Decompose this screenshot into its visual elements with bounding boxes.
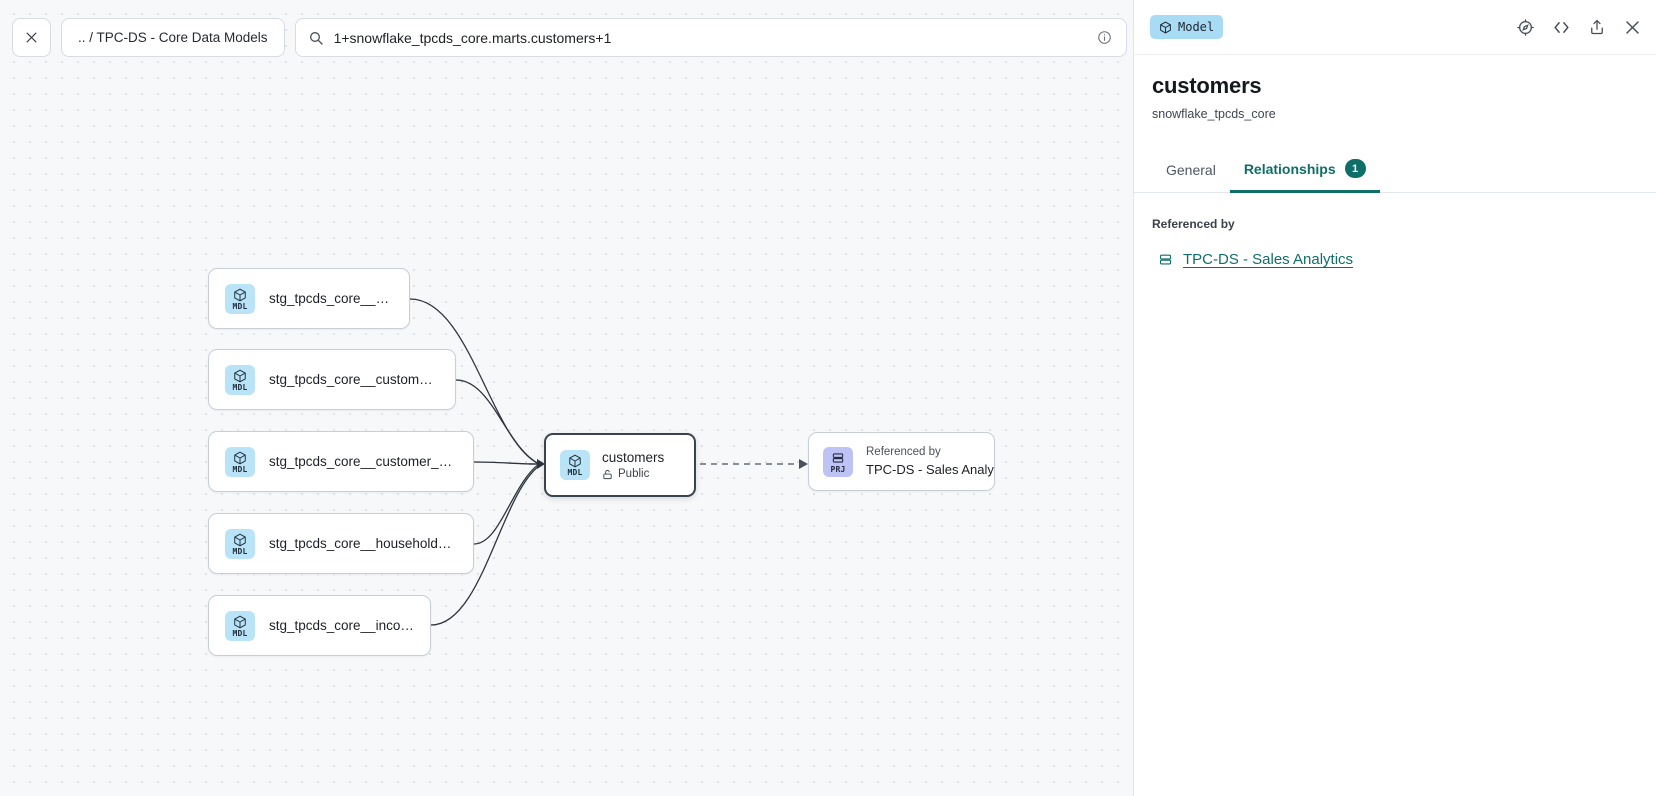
node-title: TPC-DS - Sales Analytics	[866, 462, 994, 477]
code-icon[interactable]	[1552, 18, 1571, 37]
panel-action-group	[1516, 18, 1642, 37]
node-text-stack: Referenced by TPC-DS - Sales Analytics	[866, 446, 994, 477]
panel-content: Referenced by TPC-DS - Sales Analytics	[1134, 193, 1656, 268]
model-badge: MDL	[225, 283, 255, 314]
model-badge: MDL	[560, 450, 590, 480]
node-visibility: Public	[602, 468, 664, 480]
badge-text: MDL	[232, 628, 248, 638]
type-chip: Model	[1150, 15, 1224, 39]
tab-label: General	[1166, 162, 1216, 178]
cube-icon	[1160, 21, 1171, 33]
project-icon	[1158, 252, 1173, 267]
tab-general[interactable]: General	[1152, 152, 1230, 193]
badge-text: MDL	[232, 546, 248, 556]
node-kicker: Referenced by	[866, 446, 941, 458]
graph-node-project[interactable]: PRJ Referenced by TPC-DS - Sales Analyti…	[808, 432, 995, 491]
graph-node[interactable]: MDL stg_tpcds_core__income_band	[208, 595, 431, 656]
project-badge: PRJ	[823, 446, 853, 477]
lineage-canvas[interactable]: MDL stg_tpcds_core__customer MDL stg_tpc…	[0, 0, 1133, 796]
badge-text: MDL	[567, 468, 583, 477]
graph-node[interactable]: MDL stg_tpcds_core__customer_address	[208, 349, 456, 410]
panel-toolbar: Model	[1134, 0, 1656, 55]
list-item[interactable]: TPC-DS - Sales Analytics	[1152, 251, 1638, 268]
tab-count-badge: 1	[1344, 159, 1366, 178]
search-value: 1+snowflake_tpcds_core.marts.customers+1	[333, 29, 612, 46]
focus-icon[interactable]	[1516, 18, 1535, 37]
panel-tabs: General Relationships 1	[1134, 149, 1656, 193]
node-title: customers	[602, 450, 665, 465]
node-label: stg_tpcds_core__customer_demogra…	[269, 454, 457, 469]
share-icon[interactable]	[1588, 18, 1606, 36]
model-badge: MDL	[225, 610, 255, 641]
details-panel: Model	[1133, 0, 1656, 796]
node-label: stg_tpcds_core__household_demogr…	[269, 536, 457, 551]
graph-node[interactable]: MDL stg_tpcds_core__customer_demogra…	[208, 431, 474, 492]
graph-nodes: MDL stg_tpcds_core__customer MDL stg_tpc…	[208, 268, 995, 656]
info-icon[interactable]	[1097, 30, 1112, 45]
model-badge: MDL	[225, 528, 255, 559]
close-icon	[26, 32, 37, 43]
search-icon	[308, 30, 324, 46]
canvas-toolbar: .. / TPC-DS - Core Data Models 1+snowfla…	[12, 18, 1133, 57]
badge-text: MDL	[232, 382, 248, 392]
badge-text: MDL	[232, 464, 248, 474]
page-subtitle: snowflake_tpcds_core	[1152, 107, 1276, 121]
close-icon[interactable]	[1623, 18, 1642, 37]
graph-node[interactable]: MDL stg_tpcds_core__household_demogr…	[208, 513, 474, 574]
close-graph-button[interactable]	[12, 18, 51, 57]
visibility-label: Public	[618, 468, 650, 480]
panel-header: customers snowflake_tpcds_core	[1134, 55, 1656, 121]
model-badge: MDL	[225, 446, 255, 477]
search-input[interactable]: 1+snowflake_tpcds_core.marts.customers+1	[294, 18, 1127, 57]
tab-label: Relationships	[1243, 160, 1336, 177]
badge-text: PRJ	[830, 464, 846, 474]
badge-text: MDL	[232, 301, 248, 311]
breadcrumb[interactable]: .. / TPC-DS - Core Data Models	[61, 18, 285, 57]
section-label: Referenced by	[1152, 217, 1235, 231]
node-label: stg_tpcds_core__customer	[269, 291, 393, 306]
model-badge: MDL	[225, 364, 255, 395]
tab-relationships[interactable]: Relationships 1	[1229, 149, 1380, 193]
type-chip-label: Model	[1178, 20, 1215, 34]
node-label: stg_tpcds_core__income_band	[269, 618, 414, 633]
reference-link[interactable]: TPC-DS - Sales Analytics	[1183, 251, 1354, 268]
lock-icon	[603, 469, 612, 479]
node-text-stack: customers Public	[602, 450, 664, 480]
node-label: stg_tpcds_core__customer_address	[269, 372, 439, 387]
page-title: customers	[1152, 73, 1262, 98]
graph-node[interactable]: MDL stg_tpcds_core__customer	[208, 268, 410, 329]
graph-node-selected[interactable]: MDL customers Public	[544, 433, 696, 497]
